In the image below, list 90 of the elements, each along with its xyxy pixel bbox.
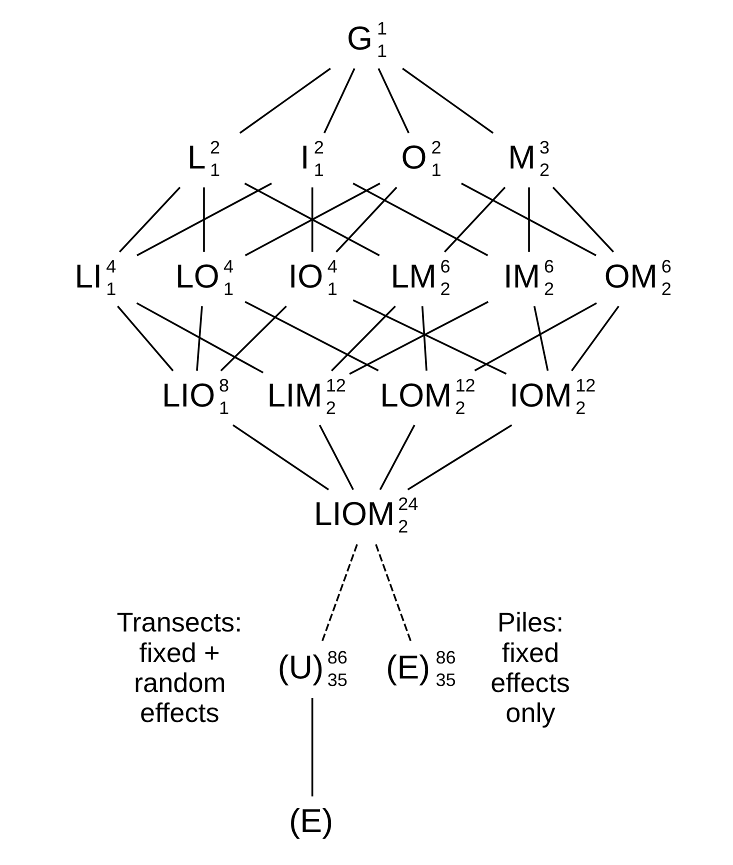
- connector: [239, 68, 331, 134]
- node-label: 6: [440, 256, 450, 276]
- connector: [136, 182, 272, 256]
- node-label: 1: [377, 41, 388, 62]
- node-text: LO: [175, 258, 220, 296]
- connector: [324, 68, 356, 134]
- node-label: 8: [219, 375, 230, 396]
- connector: [533, 306, 549, 371]
- connector: [552, 186, 614, 252]
- connector: [444, 186, 506, 252]
- connector: [136, 302, 264, 374]
- connector: [311, 698, 314, 796]
- connector: [311, 187, 314, 252]
- node-text: LIOM: [314, 496, 395, 534]
- connector: [203, 187, 205, 252]
- node-text: I: [300, 140, 310, 177]
- connector: [196, 306, 203, 371]
- connector: [474, 302, 597, 372]
- connector: [318, 424, 354, 490]
- node-label: 1: [210, 160, 220, 180]
- label: Transects: fixed + random effects: [116, 606, 242, 728]
- connector: [118, 186, 181, 252]
- connector: [379, 424, 416, 490]
- node-label: 2: [431, 138, 442, 158]
- node-label: 1: [431, 160, 442, 180]
- node-text: G: [346, 20, 373, 58]
- connector: [407, 424, 512, 490]
- node-label: 2: [661, 278, 672, 299]
- connector: [402, 68, 494, 134]
- node-label: 2: [326, 398, 336, 418]
- connector: [244, 300, 379, 372]
- node-label: 1: [219, 398, 230, 418]
- connector: [220, 306, 287, 372]
- connector: [528, 187, 530, 252]
- node-label: 1: [224, 278, 234, 299]
- label: Piles: fixed effects only: [490, 606, 570, 728]
- node-text: IO: [288, 258, 324, 296]
- node-text: IOM: [509, 377, 572, 414]
- node-text: L: [187, 140, 206, 177]
- node-text: IM: [503, 258, 540, 296]
- node-label: 35: [436, 670, 456, 690]
- node-text: O: [401, 140, 427, 177]
- node-text: LM: [390, 258, 437, 296]
- node-text: M: [508, 140, 536, 177]
- node-label: 35: [327, 670, 348, 690]
- node-label: 86: [436, 648, 456, 668]
- connector: [375, 544, 412, 644]
- node-label: 4: [106, 256, 116, 276]
- node-label: 3: [540, 138, 550, 158]
- connector: [352, 299, 507, 375]
- node-label: 2: [455, 398, 466, 418]
- node-text: LIM: [267, 377, 322, 414]
- node-text: LIO: [162, 377, 216, 414]
- node-label: 6: [661, 256, 672, 276]
- node-label: 2: [576, 398, 586, 418]
- node-label: 2: [544, 278, 554, 299]
- node-text: (E): [386, 650, 430, 687]
- node-label: 1: [377, 18, 388, 39]
- node-label: 2: [314, 138, 324, 158]
- node-text: LI: [74, 258, 102, 296]
- node-label: 2: [440, 278, 450, 299]
- connector: [232, 424, 330, 490]
- node-label: 1: [327, 278, 338, 299]
- node-label: 6: [544, 256, 554, 276]
- node-label: 2: [398, 516, 408, 537]
- node-label: 1: [314, 160, 324, 180]
- connector: [336, 186, 398, 252]
- node-text: OM: [604, 258, 658, 296]
- node-text: (E): [289, 803, 334, 840]
- connector: [349, 300, 489, 375]
- connector: [421, 306, 428, 371]
- connector: [461, 182, 596, 256]
- connector: [320, 544, 358, 644]
- node-label: 4: [224, 256, 234, 276]
- node-label: 12: [576, 375, 596, 396]
- connector: [117, 306, 174, 372]
- node-label: 1: [106, 278, 116, 299]
- connector: [571, 306, 620, 372]
- connector: [378, 68, 410, 134]
- node-text: (U): [278, 650, 324, 687]
- node-label: 86: [327, 648, 348, 668]
- node-label: 12: [326, 375, 346, 396]
- connector: [330, 306, 396, 372]
- connector: [352, 182, 488, 256]
- node-label: 4: [327, 256, 338, 276]
- node-text: LOM: [380, 377, 452, 414]
- node-label: 2: [210, 138, 220, 158]
- node-label: 12: [455, 375, 476, 396]
- node-label: 2: [540, 160, 550, 180]
- node-label: 24: [398, 494, 418, 514]
